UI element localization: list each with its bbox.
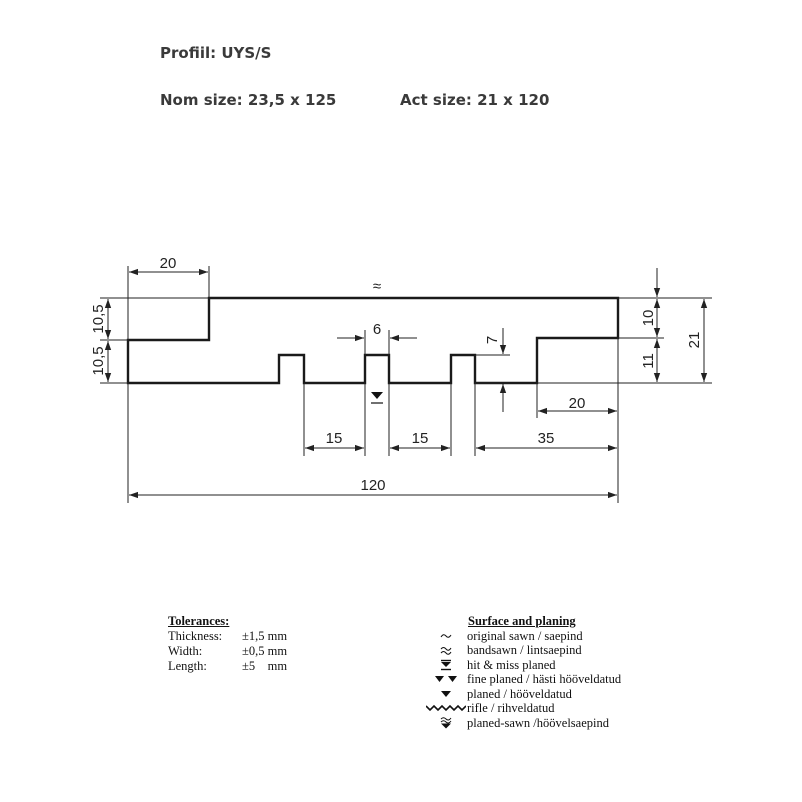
surface-legend-title: Surface and planing xyxy=(468,614,576,628)
tolerance-row: Length: ±5 mm xyxy=(168,659,322,674)
dim-left-lower: 10,5 xyxy=(90,346,107,375)
dim-total-thickness: 21 xyxy=(686,332,703,349)
legend-label: planed-sawn /höövelsaepind xyxy=(467,715,609,730)
tolerance-row: Width: ±0,5 mm xyxy=(168,644,322,659)
nominal-size: Nom size: 23,5 x 125 xyxy=(160,91,337,109)
dim-tongue-width: 20 xyxy=(569,395,586,412)
legend-label: planed / hööveldatud xyxy=(467,686,572,701)
approx-icon xyxy=(425,645,467,656)
zigzag-icon xyxy=(425,704,467,712)
legend-label: bandsawn / lintsaepind xyxy=(467,643,582,657)
tolerance-value: ±0,5 mm xyxy=(242,644,288,658)
dim-top-width: 20 xyxy=(160,255,177,272)
profile-title: Profiil: UYS/S xyxy=(160,44,272,62)
legend-label: rifle / rihveldatud xyxy=(467,701,555,715)
tolerance-name: Width: xyxy=(168,644,203,658)
legend-item: rifle / rihveldatud xyxy=(425,701,621,716)
actual-size: Act size: 21 x 120 xyxy=(400,91,550,109)
tolerance-name: Thickness: xyxy=(168,629,223,643)
tolerance-value: ±5 mm xyxy=(242,659,288,673)
hit-miss-icon xyxy=(425,659,467,671)
tolerances-block: Tolerances: Thickness: ±1,5 mm Width: ±0… xyxy=(168,614,322,674)
dim-gap-2: 15 xyxy=(412,430,429,447)
dim-right-upper: 10 xyxy=(640,310,657,327)
legend-label: fine planed / hästi hööveldatud xyxy=(467,672,622,686)
dim-right-span: 35 xyxy=(538,430,555,447)
tolerance-value: ±1,5 mm xyxy=(242,629,288,643)
dim-total-width: 120 xyxy=(360,477,385,494)
approx-symbol: ≈ xyxy=(373,278,381,295)
dim-left-upper: 10,5 xyxy=(90,304,107,333)
triangle-icon xyxy=(425,689,467,699)
dim-right-lower: 11 xyxy=(640,353,657,369)
dim-gap-1: 15 xyxy=(326,430,343,447)
legend-item: original sawn / saepind xyxy=(425,629,621,644)
legend-label: hit & miss planed xyxy=(467,657,556,672)
tolerances-title: Tolerances: xyxy=(168,614,230,628)
legend-item: bandsawn / lintsaepind xyxy=(425,643,621,658)
surface-legend: Surface and planing original sawn / saep… xyxy=(425,614,621,730)
planed-sawn-icon xyxy=(425,716,467,729)
double-triangle-icon xyxy=(425,674,467,684)
legend-item: planed / hööveldatud xyxy=(425,687,621,702)
dim-groove-width: 6 xyxy=(373,321,381,338)
tilde-icon xyxy=(425,631,467,641)
legend-item: fine planed / hästi hööveldatud xyxy=(425,672,621,687)
legend-item: hit & miss planed xyxy=(425,658,621,673)
tolerance-name: Length: xyxy=(168,659,207,673)
dim-groove-depth: 7 xyxy=(484,336,501,344)
tolerance-row: Thickness: ±1,5 mm xyxy=(168,629,322,644)
planed-symbol-icon xyxy=(371,392,383,404)
legend-item: planed-sawn /höövelsaepind xyxy=(425,716,621,731)
legend-label: original sawn / saepind xyxy=(467,628,583,643)
profile-outline xyxy=(126,296,620,385)
